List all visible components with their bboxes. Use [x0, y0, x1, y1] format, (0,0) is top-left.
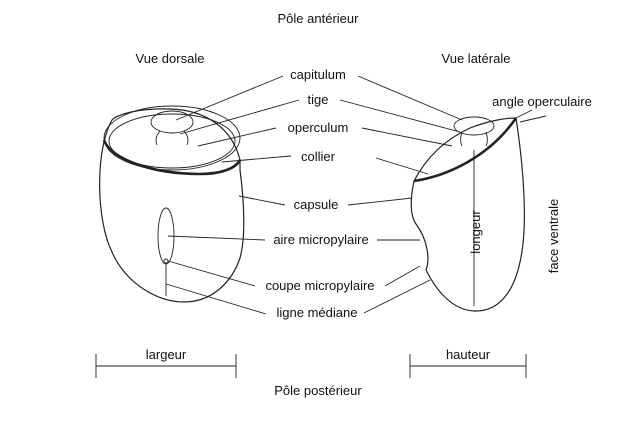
lateral-tige: [460, 131, 488, 147]
dorsal-capitulum: [150, 110, 194, 134]
label-largeur: largeur: [146, 347, 187, 362]
dorsal-capsule-outline: [99, 108, 245, 303]
label-ligne-mediane: ligne médiane: [277, 305, 358, 320]
pole-posterieur-title: Pôle postérieur: [274, 383, 362, 398]
pole-anterieur-title: Pôle antérieur: [278, 11, 360, 26]
label-aire-micropylaire: aire micropylaire: [273, 232, 368, 247]
lateral-view-egg: [410, 116, 525, 312]
label-tige: tige: [308, 92, 329, 107]
vue-laterale-label: Vue latérale: [442, 51, 511, 66]
largeur-dimension: largeur: [95, 347, 237, 378]
dorsal-operculum-inner: [108, 113, 236, 169]
label-capitulum: capitulum: [290, 67, 346, 82]
label-hauteur: hauteur: [446, 347, 491, 362]
hauteur-dimension: hauteur: [409, 347, 527, 378]
label-angle-operculaire: angle operculaire: [492, 94, 592, 109]
label-collier: collier: [301, 149, 336, 164]
lateral-capsule-outline: [410, 117, 525, 312]
dorsal-collier-rim: [102, 139, 242, 176]
lateral-operculum: [413, 117, 517, 182]
label-operculum: operculum: [288, 120, 349, 135]
dorsal-tige-left: [155, 130, 161, 146]
lateral-capitulum: [453, 116, 495, 136]
lateral-collier: [413, 117, 518, 183]
dorsal-operculum: [103, 105, 241, 171]
label-longeur: longeur: [468, 210, 483, 254]
label-coupe-micropylaire: coupe micropylaire: [265, 278, 374, 293]
leader-lines: [165, 75, 547, 315]
label-capsule: capsule: [294, 197, 339, 212]
dorsal-coupe-micropylaire: [163, 258, 169, 264]
label-face-ventrale: face ventrale: [546, 199, 561, 273]
dorsal-view-egg: [99, 105, 245, 303]
vue-dorsale-label: Vue dorsale: [136, 51, 205, 66]
